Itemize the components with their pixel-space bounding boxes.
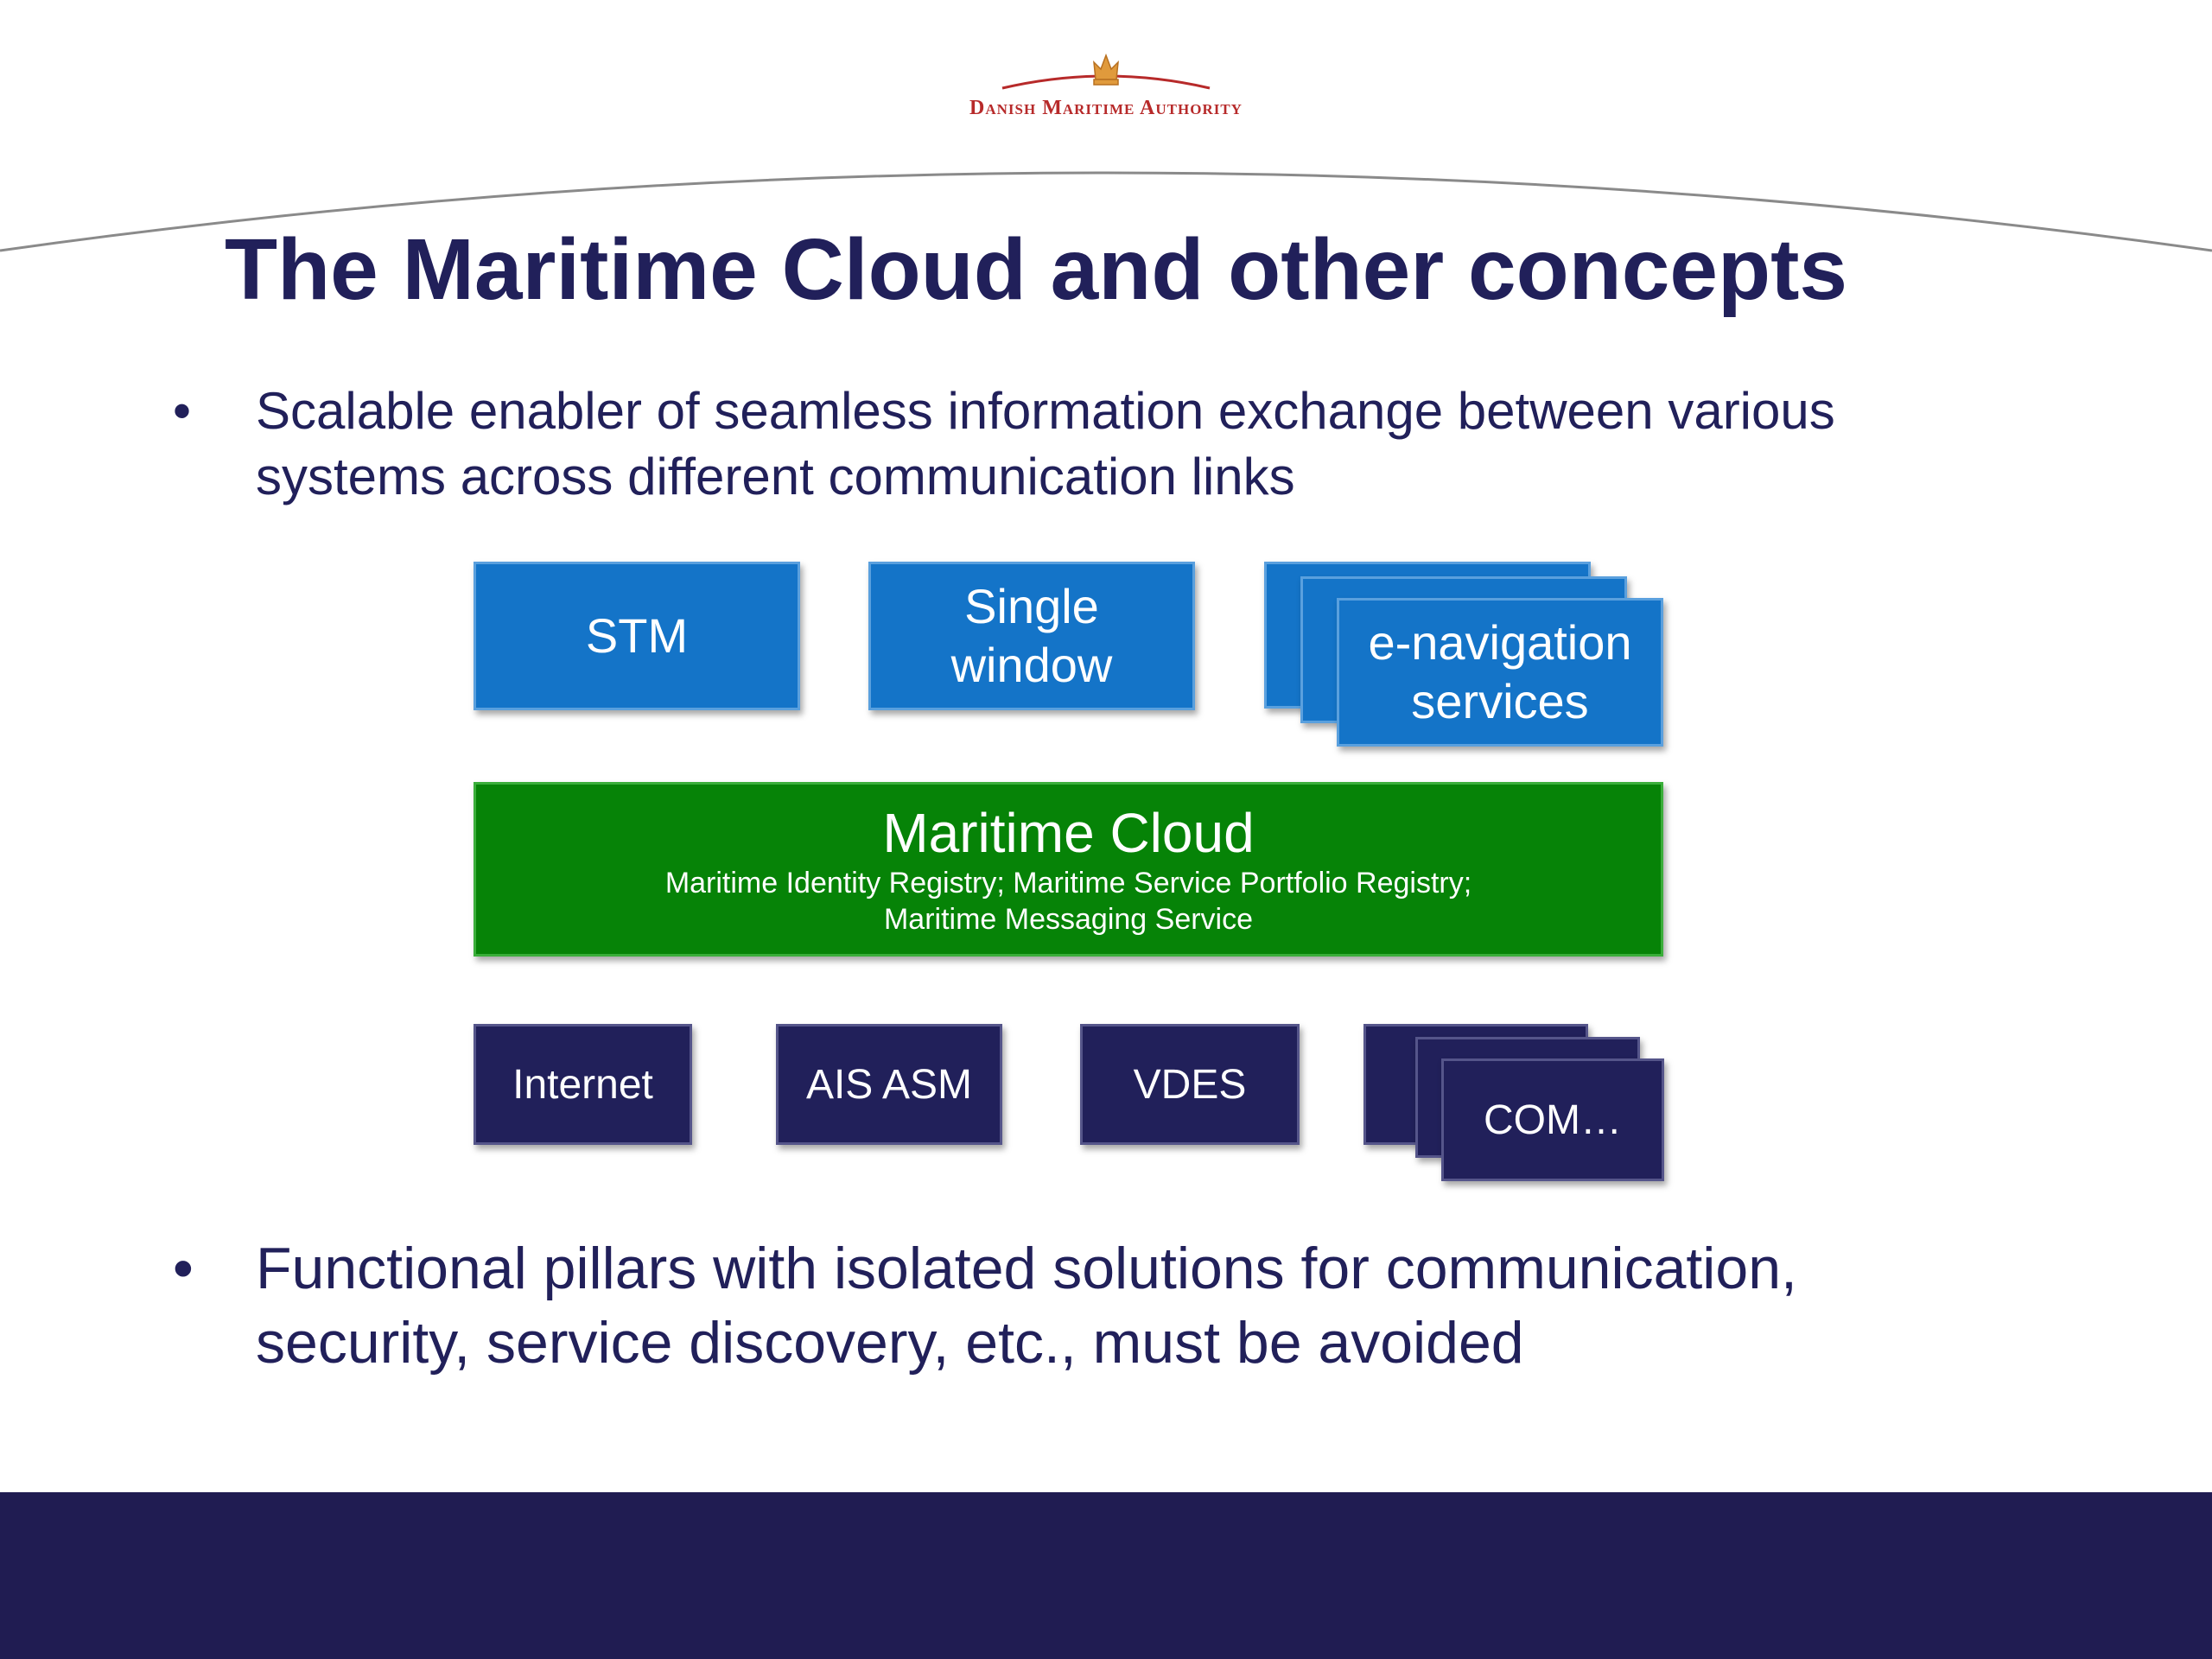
box-label-line: Single bbox=[964, 579, 1099, 633]
bullet-text: Scalable enabler of seamless information… bbox=[256, 378, 1835, 510]
crown-icon bbox=[1001, 53, 1211, 90]
vdes-box: VDES bbox=[1080, 1024, 1300, 1145]
stm-box: STM bbox=[474, 562, 800, 710]
dma-logo: Danish Maritime Authority bbox=[950, 45, 1262, 123]
bullet-line: Functional pillars with isolated solutio… bbox=[256, 1236, 1797, 1301]
maritime-cloud-box: Maritime Cloud Maritime Identity Registr… bbox=[474, 782, 1663, 957]
com-box: COM… bbox=[1441, 1058, 1664, 1181]
header-arc bbox=[0, 171, 2212, 252]
footer-band bbox=[0, 1492, 2212, 1659]
box-label-line: window bbox=[950, 638, 1113, 692]
bullet-marker: • bbox=[173, 382, 192, 440]
box-label: VDES bbox=[1133, 1061, 1247, 1108]
bullet-line: systems across different communication l… bbox=[256, 448, 1295, 505]
e-navigation-services-box: e-navigation services bbox=[1337, 598, 1663, 747]
logo-text: Danish Maritime Authority bbox=[969, 97, 1243, 119]
slide-title: The Maritime Cloud and other concepts bbox=[225, 221, 1847, 318]
single-window-box: Single window bbox=[868, 562, 1195, 710]
bullet-line: Scalable enabler of seamless information… bbox=[256, 382, 1835, 440]
cloud-subtitle-line: Maritime Identity Registry; Maritime Ser… bbox=[664, 867, 1472, 899]
bullet-line: security, service discovery, etc., must … bbox=[256, 1310, 1524, 1376]
internet-box: Internet bbox=[474, 1024, 692, 1145]
box-label-line: services bbox=[1411, 674, 1589, 728]
cloud-title: Maritime Cloud bbox=[882, 802, 1255, 864]
cloud-subtitle-line: Maritime Messaging Service bbox=[883, 903, 1254, 936]
box-label-line: e-navigation bbox=[1368, 615, 1632, 670]
box-label: COM… bbox=[1484, 1096, 1622, 1143]
box-label: Internet bbox=[512, 1061, 653, 1108]
ais-asm-box: AIS ASM bbox=[776, 1024, 1002, 1145]
box-label: AIS ASM bbox=[805, 1061, 973, 1108]
bullet-text: Functional pillars with isolated solutio… bbox=[256, 1231, 1797, 1380]
bullet-marker: • bbox=[173, 1236, 194, 1301]
box-label: STM bbox=[585, 608, 689, 663]
